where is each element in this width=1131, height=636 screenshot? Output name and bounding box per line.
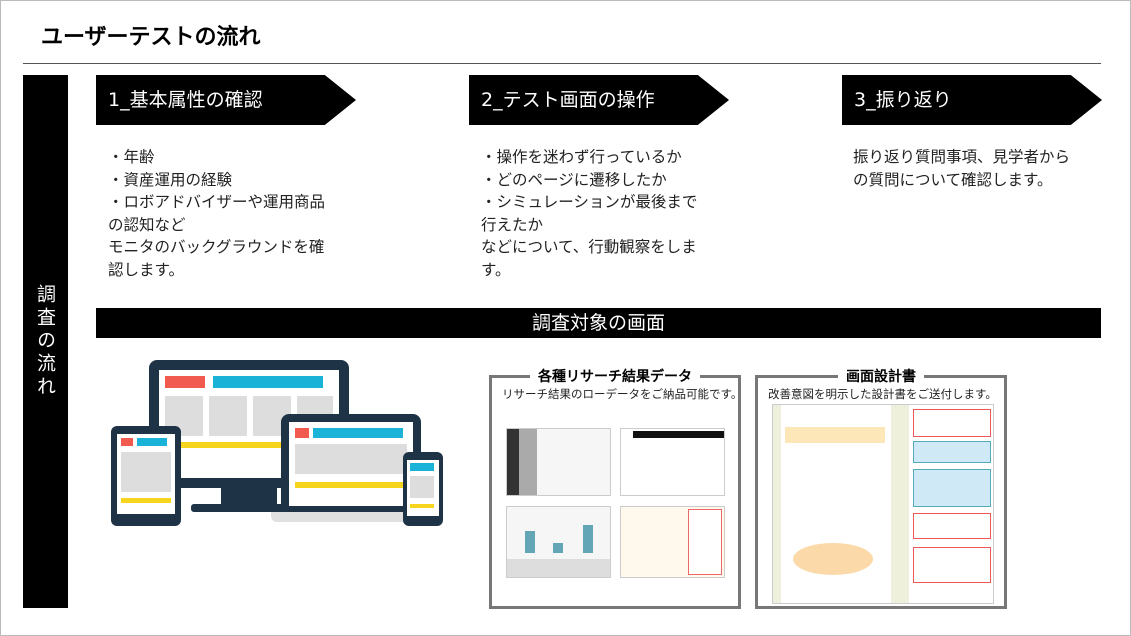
text-line: ・操作を迷わず行っているか	[481, 148, 682, 166]
step-2-header: 2_テスト画面の操作	[469, 75, 729, 125]
annotated-page-thumbnail	[620, 506, 725, 578]
step-1-header: 1_基本属性の確認	[96, 75, 356, 125]
box-description: 改善意図を明示した設計書をご送付します。	[768, 387, 997, 401]
text-line: の質問について確認します。	[853, 170, 1053, 189]
box-description: リサーチ結果のローデータをご納品可能です。	[502, 387, 743, 401]
raw-data-table-thumbnail	[506, 428, 611, 496]
comparison-grid-thumbnail	[620, 428, 725, 496]
text-line: 行えたか	[481, 215, 544, 234]
text-line: ・資産運用の経験	[108, 170, 233, 189]
side-label-text: 調査の流れ	[34, 284, 56, 399]
laptop-icon	[281, 414, 421, 514]
text-line: 認します。	[108, 260, 184, 279]
target-screens-banner: 調査対象の画面	[96, 308, 1101, 338]
step-1-text: ・年齢 ・資産運用の経験 ・ロボアドバイザーや運用商品 の認知など モニタのバッ…	[108, 146, 358, 281]
research-data-box: 各種リサーチ結果データ リサーチ結果のローデータをご納品可能です。	[489, 369, 743, 609]
smartphone-icon	[403, 452, 443, 526]
step-2-text: ・操作を迷わず行っているか ・どのページに遷移したか ・シミュレーションが最後ま…	[481, 146, 731, 281]
text-line: ・どのページに遷移したか	[481, 170, 667, 189]
text-line: などについて、行動観察をしま	[481, 238, 697, 256]
text-line: す。	[481, 260, 511, 279]
design-document-thumbnail	[772, 404, 994, 604]
bar-chart-thumbnail	[506, 506, 611, 578]
text-line: ・シミュレーションが最後まで	[481, 193, 698, 211]
design-doc-box: 画面設計書 改善意図を明示した設計書をご送付します。	[755, 369, 1007, 609]
box-title: 画面設計書	[838, 369, 924, 385]
box-title: 各種リサーチ結果データ	[530, 369, 700, 385]
text-line: モニタのバックグラウンドを確	[108, 238, 325, 256]
page-title: ユーザーテストの流れ	[41, 25, 261, 50]
step-3-text: 振り返り質問事項、見学者から の質問について確認します。	[853, 146, 1103, 191]
title-divider	[23, 63, 1101, 64]
flow-side-label: 調査の流れ	[23, 75, 68, 608]
step-3-header: 3_振り返り	[842, 75, 1102, 125]
devices-illustration	[111, 356, 471, 531]
text-line: ・ロボアドバイザーや運用商品	[108, 193, 326, 211]
text-line: ・年齢	[108, 148, 155, 166]
text-line: の認知など	[108, 215, 186, 234]
tablet-icon	[111, 426, 181, 526]
text-line: 振り返り質問事項、見学者から	[853, 148, 1071, 166]
